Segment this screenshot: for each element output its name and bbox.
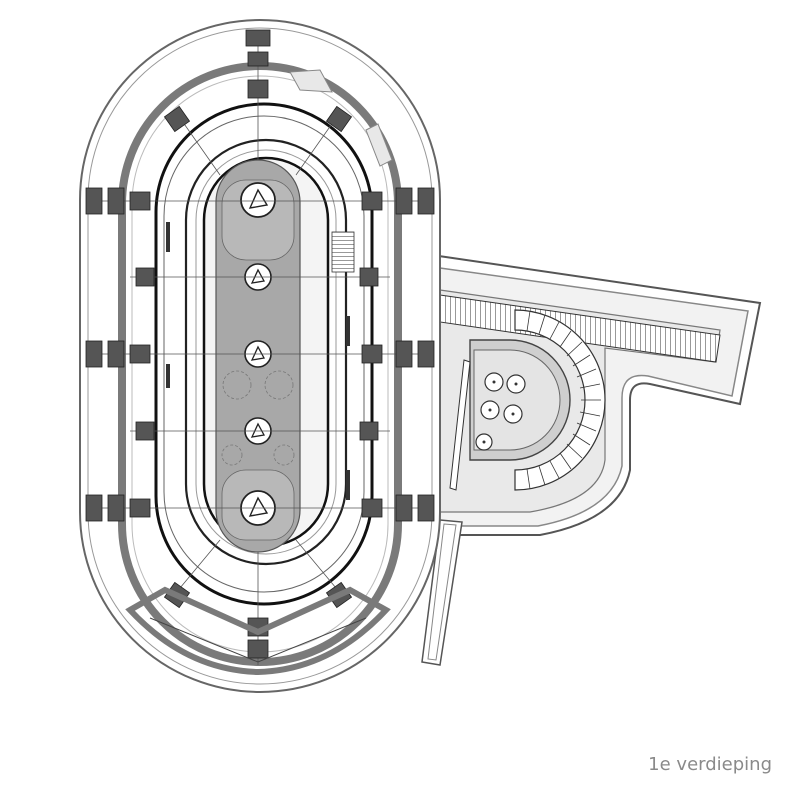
corridor-stair: [331, 231, 355, 273]
main-oval-building: [79, 19, 441, 693]
structural-grid: [100, 40, 420, 665]
floor-level-caption: 1e verdieping: [648, 754, 772, 775]
annex-wing: [421, 254, 762, 666]
annex-counter: [449, 359, 471, 491]
column-icon: [240, 182, 276, 218]
corridor-stair: [166, 364, 170, 388]
entrance-wing: [125, 586, 391, 676]
corridor-stair: [346, 470, 350, 500]
wall-piers: [85, 29, 435, 659]
corridor-stair: [166, 222, 170, 252]
glass-opening: [289, 69, 333, 93]
corridor-stair: [346, 316, 350, 346]
curved-stair-treads: [514, 310, 601, 490]
glass-opening: [365, 123, 393, 167]
